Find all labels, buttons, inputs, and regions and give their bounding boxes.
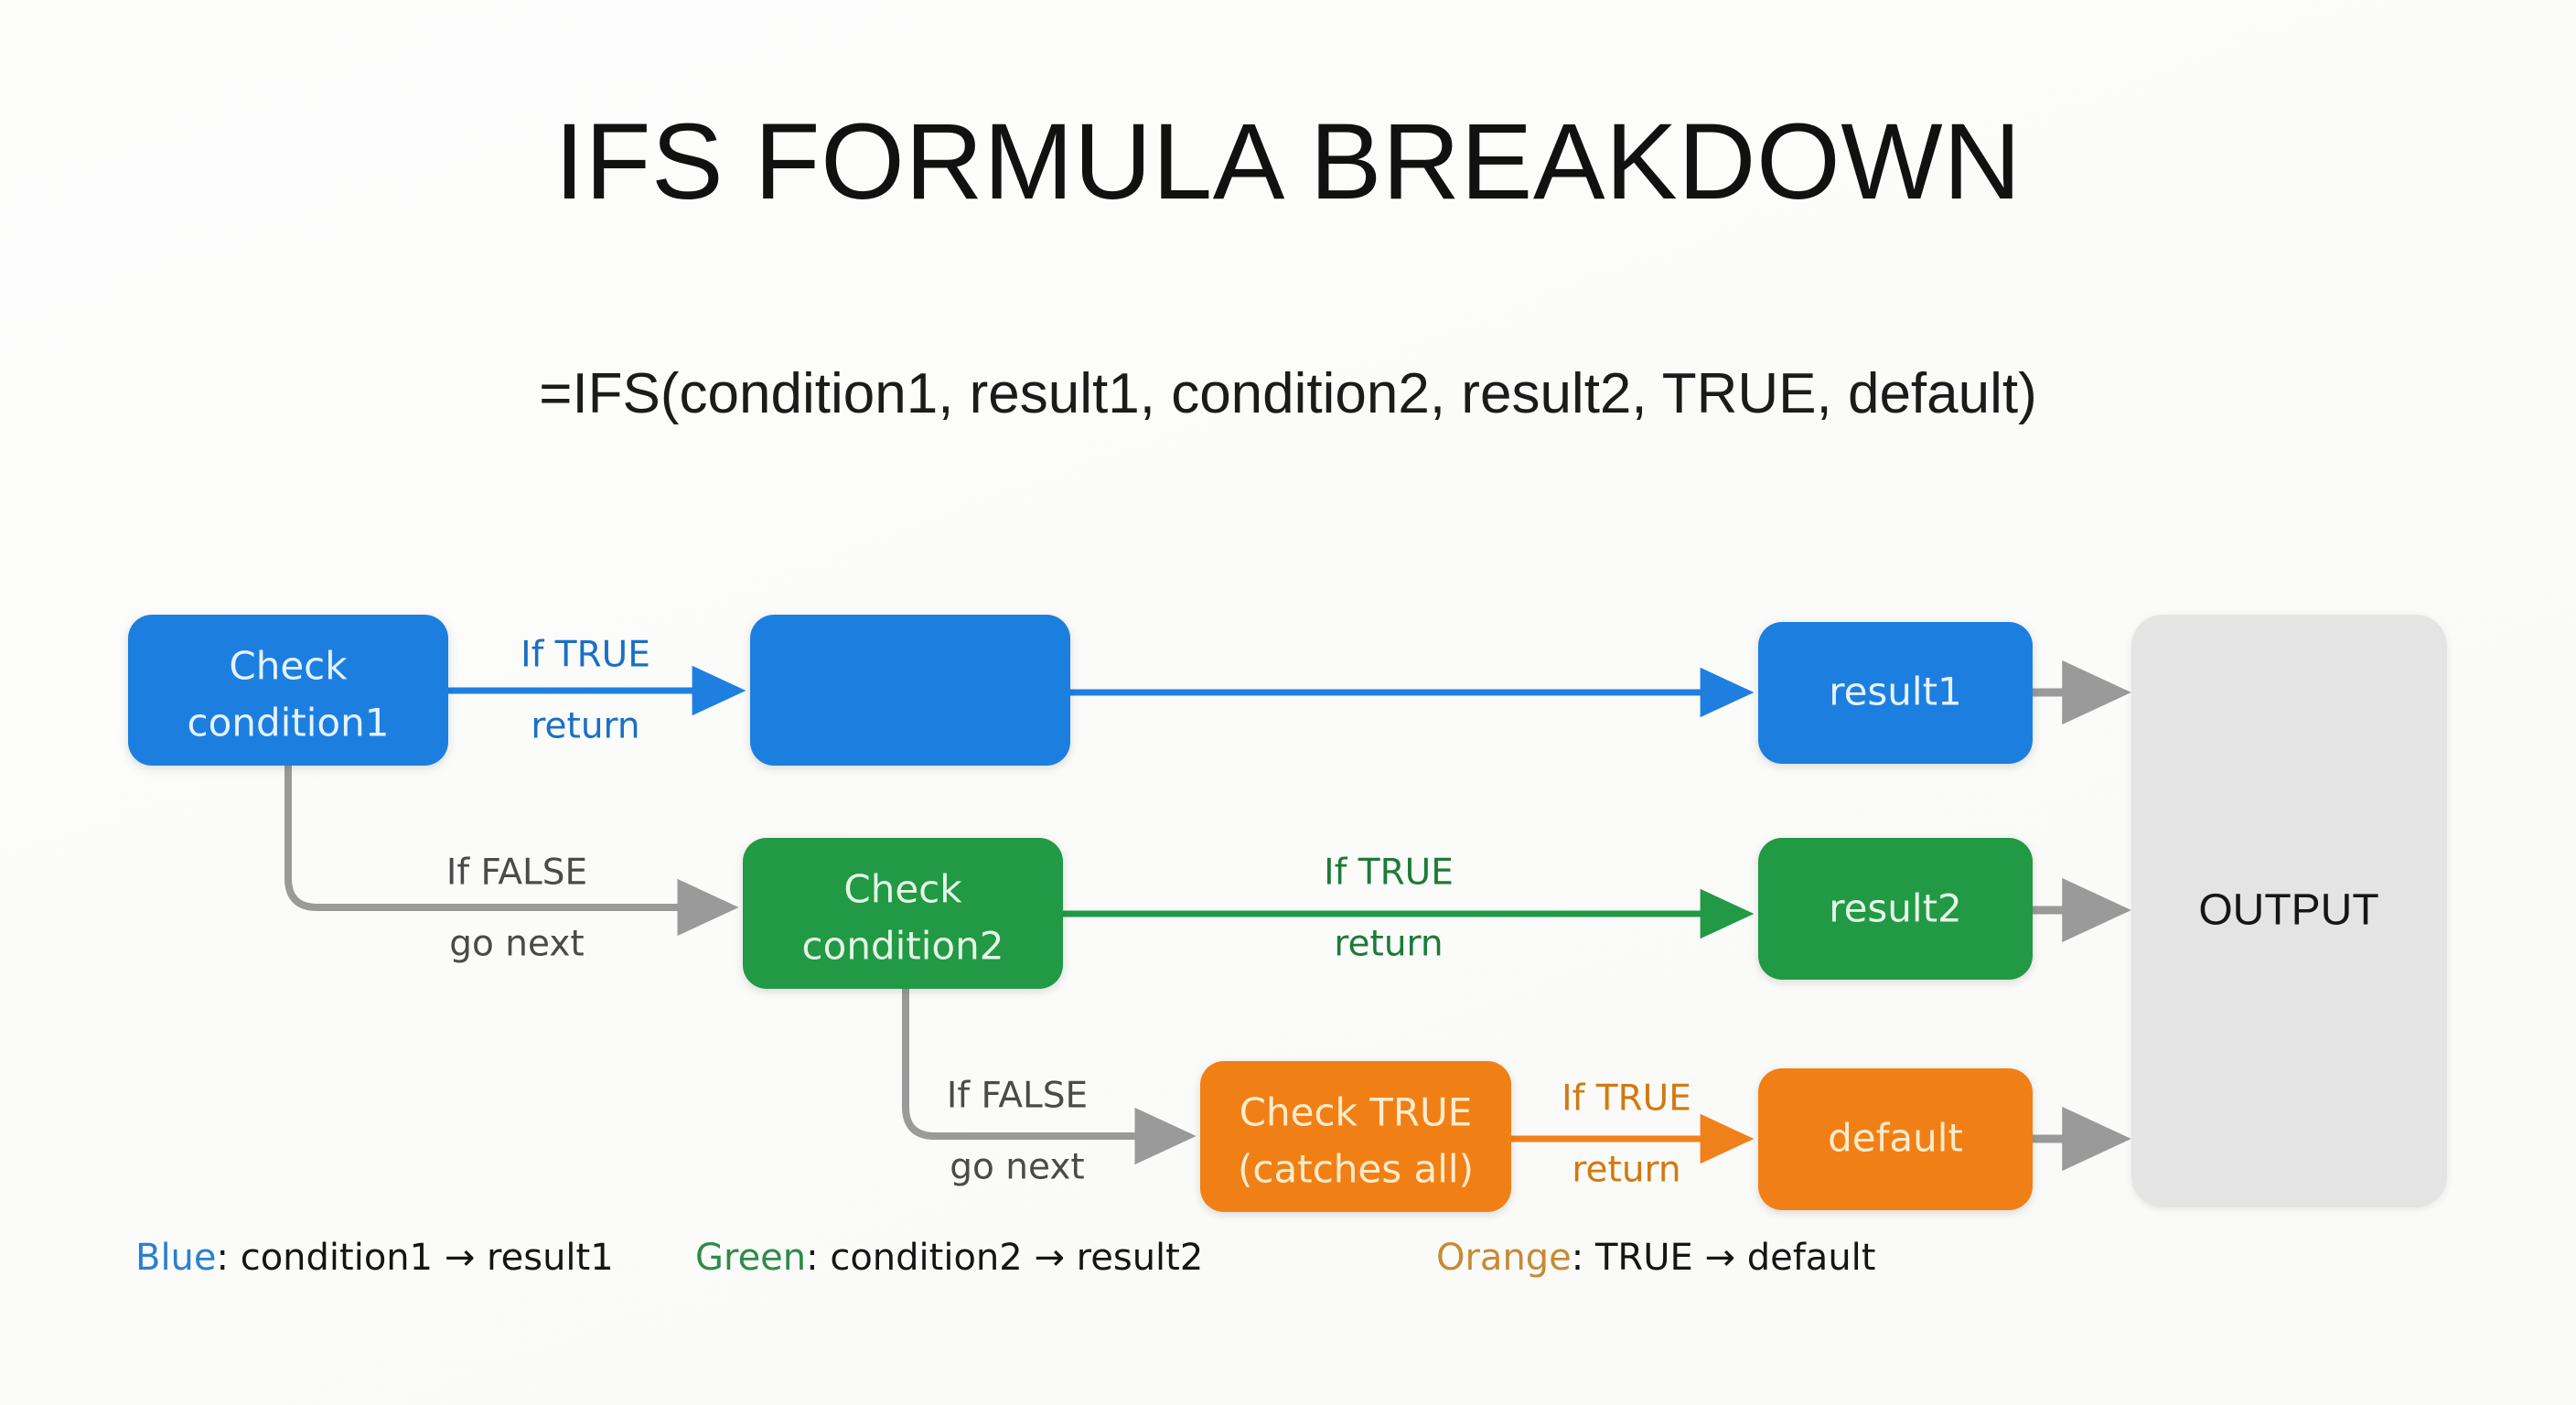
legend: Blue: condition1 → result1 Green: condit… [0, 1239, 2576, 1294]
legend-item-green: Green: condition2 → result2 [695, 1239, 1203, 1276]
node-check-condition1-line1: Check [229, 644, 348, 689]
edge-false1: If FALSE go next [284, 762, 739, 965]
legend-sep-orange: : [1571, 1237, 1595, 1279]
legend-key-blue: Blue [135, 1237, 217, 1279]
node-result2[interactable]: result2 [1758, 838, 2033, 980]
legend-text-green: condition2 → result2 [830, 1237, 1204, 1279]
node-check-condition1-shape [128, 615, 448, 766]
legend-text-blue: condition1 → result1 [240, 1237, 614, 1279]
edge-false1-line [284, 762, 739, 937]
node-check-true[interactable]: Check TRUE (catches all) [1200, 1061, 1511, 1212]
edge-false2-line [902, 985, 1197, 1165]
legend-key-green: Green [695, 1237, 807, 1279]
edge-false1-label-line2: go next [449, 924, 584, 965]
node-blue-spacer[interactable] [750, 615, 1070, 766]
node-result2-label: result2 [1829, 886, 1962, 931]
edge-false2: If FALSE go next [902, 985, 1197, 1188]
node-check-condition1-line2: condition1 [188, 701, 390, 745]
node-result1-shape [1758, 622, 2033, 764]
page-title: IFS FORMULA BREAKDOWN [554, 102, 2022, 222]
edge-true3: If TRUE return [1511, 1078, 1755, 1191]
edge-true2: If TRUE return [1063, 853, 1755, 965]
edge-true3-label-line1: If TRUE [1562, 1078, 1691, 1120]
edge-true2-label-line2: return [1334, 924, 1443, 965]
node-default[interactable]: default [1758, 1068, 2033, 1210]
edge-false2-label-line1: If FALSE [947, 1076, 1088, 1117]
node-check-condition2-line2: condition2 [802, 924, 1004, 969]
node-output-label: OUTPUT [2198, 886, 2378, 935]
legend-item-blue: Blue: condition1 → result1 [135, 1239, 614, 1276]
node-check-true-line1: Check TRUE [1240, 1090, 1473, 1135]
node-check-condition1[interactable]: Check condition1 [128, 615, 448, 766]
legend-sep-blue: : [216, 1237, 241, 1279]
node-output[interactable]: OUTPUT [2131, 615, 2447, 1207]
legend-item-orange: Orange: TRUE → default [1436, 1239, 1875, 1276]
edge-true1-label-line1: If TRUE [521, 635, 650, 676]
edge-true1-label-line2: return [531, 706, 639, 747]
node-blue-spacer-shape [750, 615, 1070, 766]
edge-true2-label-line1: If TRUE [1324, 853, 1454, 894]
legend-key-orange: Orange [1436, 1237, 1572, 1279]
edge-true3-label-line2: return [1572, 1150, 1680, 1191]
formula-subtitle: =IFS(condition1, result1, condition2, re… [539, 362, 2037, 425]
node-result1-label: result1 [1829, 670, 1962, 714]
edge-true1: If TRUE return [448, 635, 746, 747]
edge-false1-label-line1: If FALSE [446, 853, 587, 894]
legend-sep-green: : [806, 1237, 831, 1279]
legend-text-orange: TRUE → default [1595, 1237, 1876, 1279]
node-result1[interactable]: result1 [1758, 622, 2033, 764]
node-result2-shape [1758, 838, 2033, 980]
edge-false2-label-line2: go next [950, 1147, 1084, 1188]
node-output-shape [2131, 615, 2447, 1207]
node-check-true-shape [1200, 1061, 1511, 1212]
node-check-condition2-line1: Check [843, 867, 962, 912]
node-check-condition2[interactable]: Check condition2 [743, 838, 1063, 989]
node-default-shape [1758, 1068, 2033, 1210]
node-check-condition2-shape [743, 838, 1063, 989]
node-check-true-line2: (catches all) [1238, 1147, 1474, 1192]
node-default-label: default [1828, 1116, 1963, 1161]
